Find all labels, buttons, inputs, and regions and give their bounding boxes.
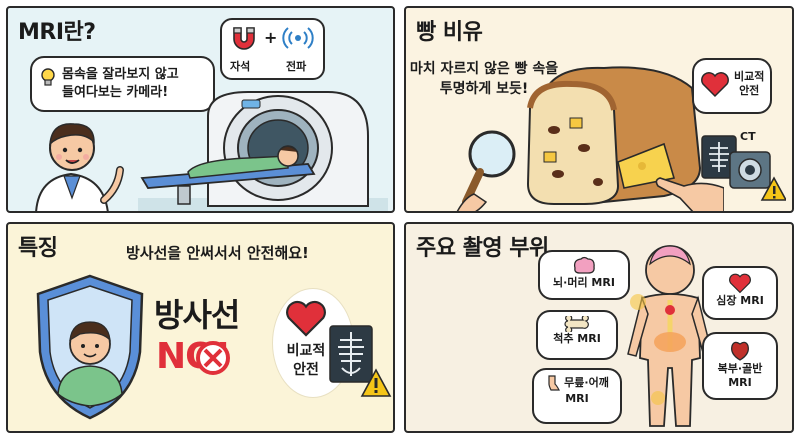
prohibited-icon	[196, 341, 230, 375]
abdomen-label-line-2: MRI	[728, 375, 752, 389]
panel-title: 특징	[18, 236, 58, 261]
panel-body-regions: 주요 촬영 부위 뇌·머리 MRI 심장 MRI 척추 MRI	[404, 222, 794, 433]
abdomen-mri-label: 복부·골반 MRI	[702, 332, 778, 400]
panel-mri-intro: MRI란? 몸속을 잘라보지 않고 들여다보는 카메라! + 자석 전파	[6, 6, 395, 213]
lightbulb-icon	[41, 68, 55, 86]
bread-caption: 마치 자르지 않은 빵 속을 투명하게 보듯!	[406, 60, 614, 99]
knee-icon	[548, 375, 561, 391]
heart-label-text: 심장 MRI	[716, 294, 764, 307]
radiation-big-text: 방사선	[154, 296, 240, 334]
safe-line-2: 안전	[739, 84, 760, 98]
magnet-icon	[233, 27, 255, 50]
panel-title: MRI란?	[18, 20, 96, 45]
organ-heart-icon	[731, 341, 749, 361]
heart-icon	[729, 273, 751, 294]
bone-icon	[564, 316, 589, 332]
doctor-speech-bubble: 몸속을 잘라보지 않고 들여다보는 카메라!	[30, 56, 215, 112]
panel-features: 특징 방사선을 안써서서 안전해요! 방사선 NO! 비교적 안전	[6, 222, 395, 433]
doctor-illustration	[35, 123, 124, 211]
brain-icon	[573, 256, 595, 274]
magnet-label: 자석	[230, 60, 251, 73]
heart-icon	[701, 72, 729, 98]
spine-mri-label: 척추 MRI	[536, 310, 618, 360]
brain-mri-label: 뇌·머리 MRI	[538, 250, 630, 300]
joint-mri-label: 무릎·어깨 MRI	[532, 368, 622, 424]
ct-label: CT	[740, 130, 756, 143]
speech-line-1: 몸속을 잘라보지 않고	[62, 67, 179, 82]
heart-mri-label: 심장 MRI	[702, 266, 778, 320]
panel-title: 주요 촬영 부위	[416, 236, 549, 261]
joint-label-line-2: MRI	[565, 392, 589, 405]
spine-label-text: 척추 MRI	[553, 332, 601, 345]
brain-label-text: 뇌·머리 MRI	[553, 276, 615, 289]
features-caption: 방사선을 안써서서 안전해요!	[126, 244, 309, 262]
abdomen-label-line-1: 복부·골반	[717, 362, 763, 375]
plus-sign: +	[264, 28, 278, 47]
speech-line-2: 들여다보는 카메라!	[62, 84, 169, 100]
body-illustration	[627, 245, 713, 427]
safe-line-1: 비교적	[286, 343, 326, 359]
magnifying-glass-icon	[456, 130, 516, 211]
safe-line-2: 안전	[293, 361, 319, 378]
panel-bread-analogy: 빵 비유 마치 자르지 않은 빵 속을 투명하게 보듯! 비교적 안전 CT	[404, 6, 794, 213]
heart-icon	[286, 300, 326, 337]
shield-icon	[36, 274, 144, 420]
panel-title: 빵 비유	[416, 20, 483, 45]
wave-label: 전파	[286, 60, 307, 73]
caption-line-1: 마치 자르지 않은 빵 속을	[409, 61, 559, 77]
safe-line-1: 비교적	[734, 70, 765, 83]
safe-text: 비교적 안전	[284, 342, 328, 380]
caption-line-2: 투명하게 보듯!	[439, 80, 529, 97]
pointing-hand-icon	[655, 177, 724, 211]
ct-scan-illustration	[701, 135, 786, 201]
joint-label-line-1: 무릎·어깨	[564, 376, 609, 390]
xray-warning-illustration	[329, 325, 392, 397]
radio-wave-icon	[282, 27, 314, 49]
safe-badge-text: 비교적 안전	[734, 70, 764, 99]
mri-machine-illustration	[138, 91, 388, 211]
